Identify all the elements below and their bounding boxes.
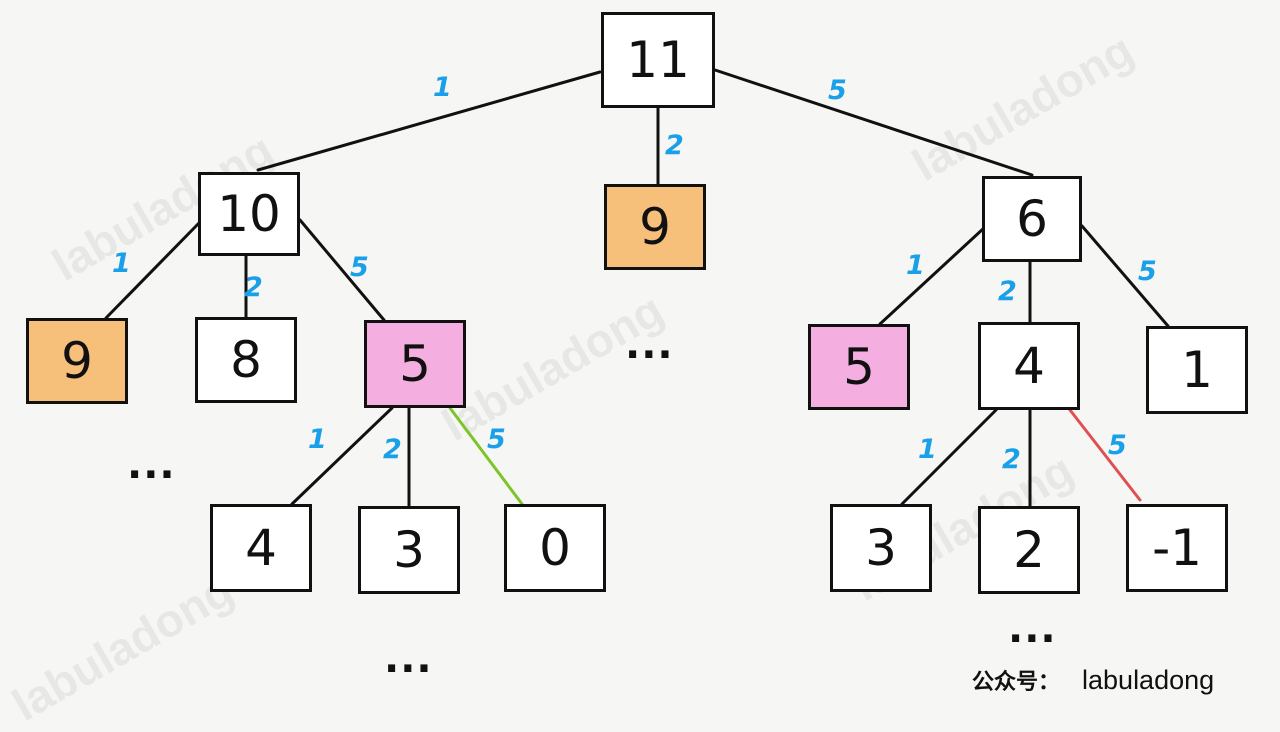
credit-name: labuladong bbox=[1082, 664, 1215, 695]
ellipsis: ... bbox=[127, 442, 176, 488]
edge-root-r bbox=[713, 68, 1034, 177]
tree-node-highlighted: 9 bbox=[26, 318, 128, 404]
edge-label: 5 bbox=[350, 252, 369, 283]
edge-root-l bbox=[256, 70, 602, 172]
tree-node: 10 bbox=[198, 172, 300, 256]
tree-node: 4 bbox=[210, 504, 312, 592]
tree-node-root: 11 bbox=[601, 12, 715, 108]
edge-label: 1 bbox=[906, 250, 925, 281]
tree-node: -1 bbox=[1126, 504, 1228, 592]
tree-node: 2 bbox=[978, 506, 1080, 594]
edge-rm-rml bbox=[900, 408, 998, 506]
ellipsis: ... bbox=[384, 636, 433, 682]
tree-node: 6 bbox=[982, 176, 1082, 262]
edge-l-ll bbox=[104, 220, 202, 320]
tree-node: 4 bbox=[978, 322, 1080, 410]
edge-label: 1 bbox=[433, 72, 452, 103]
tree-node-highlighted: 5 bbox=[808, 324, 910, 410]
edge-label: 1 bbox=[918, 434, 937, 465]
ellipsis: ... bbox=[625, 322, 674, 368]
edge-label: 2 bbox=[665, 130, 684, 161]
tree-node-highlighted: 9 bbox=[604, 184, 706, 270]
tree-node: 1 bbox=[1146, 326, 1248, 414]
edge-label: 2 bbox=[998, 276, 1017, 307]
edge-lr-lrl bbox=[290, 406, 394, 506]
edge-r-rr bbox=[1080, 224, 1170, 328]
edge-label: 5 bbox=[1138, 256, 1157, 287]
edge-r-rl bbox=[878, 226, 986, 326]
tree-node: 0 bbox=[504, 504, 606, 592]
edge-label: 1 bbox=[308, 424, 327, 455]
tree-node-highlighted: 5 bbox=[364, 320, 466, 408]
tree-node: 8 bbox=[195, 317, 297, 403]
ellipsis: ... bbox=[1008, 606, 1057, 652]
edge-label: 2 bbox=[244, 272, 263, 303]
credit-prefix: 公众号： bbox=[972, 670, 1061, 695]
edge-label: 2 bbox=[1002, 444, 1021, 475]
edge-label: 5 bbox=[1108, 430, 1127, 461]
edge-label: 2 bbox=[383, 434, 402, 465]
edge-rm-rmr bbox=[1068, 408, 1142, 502]
edge-l-lr bbox=[298, 218, 386, 322]
edge-lr-lrr bbox=[448, 406, 524, 506]
edge-label: 5 bbox=[487, 424, 506, 455]
edge-label: 5 bbox=[828, 75, 847, 106]
edge-label: 1 bbox=[112, 248, 131, 279]
tree-node: 3 bbox=[358, 506, 460, 594]
credit: 公众号： labuladong bbox=[972, 664, 1214, 696]
tree-node: 3 bbox=[830, 504, 932, 592]
